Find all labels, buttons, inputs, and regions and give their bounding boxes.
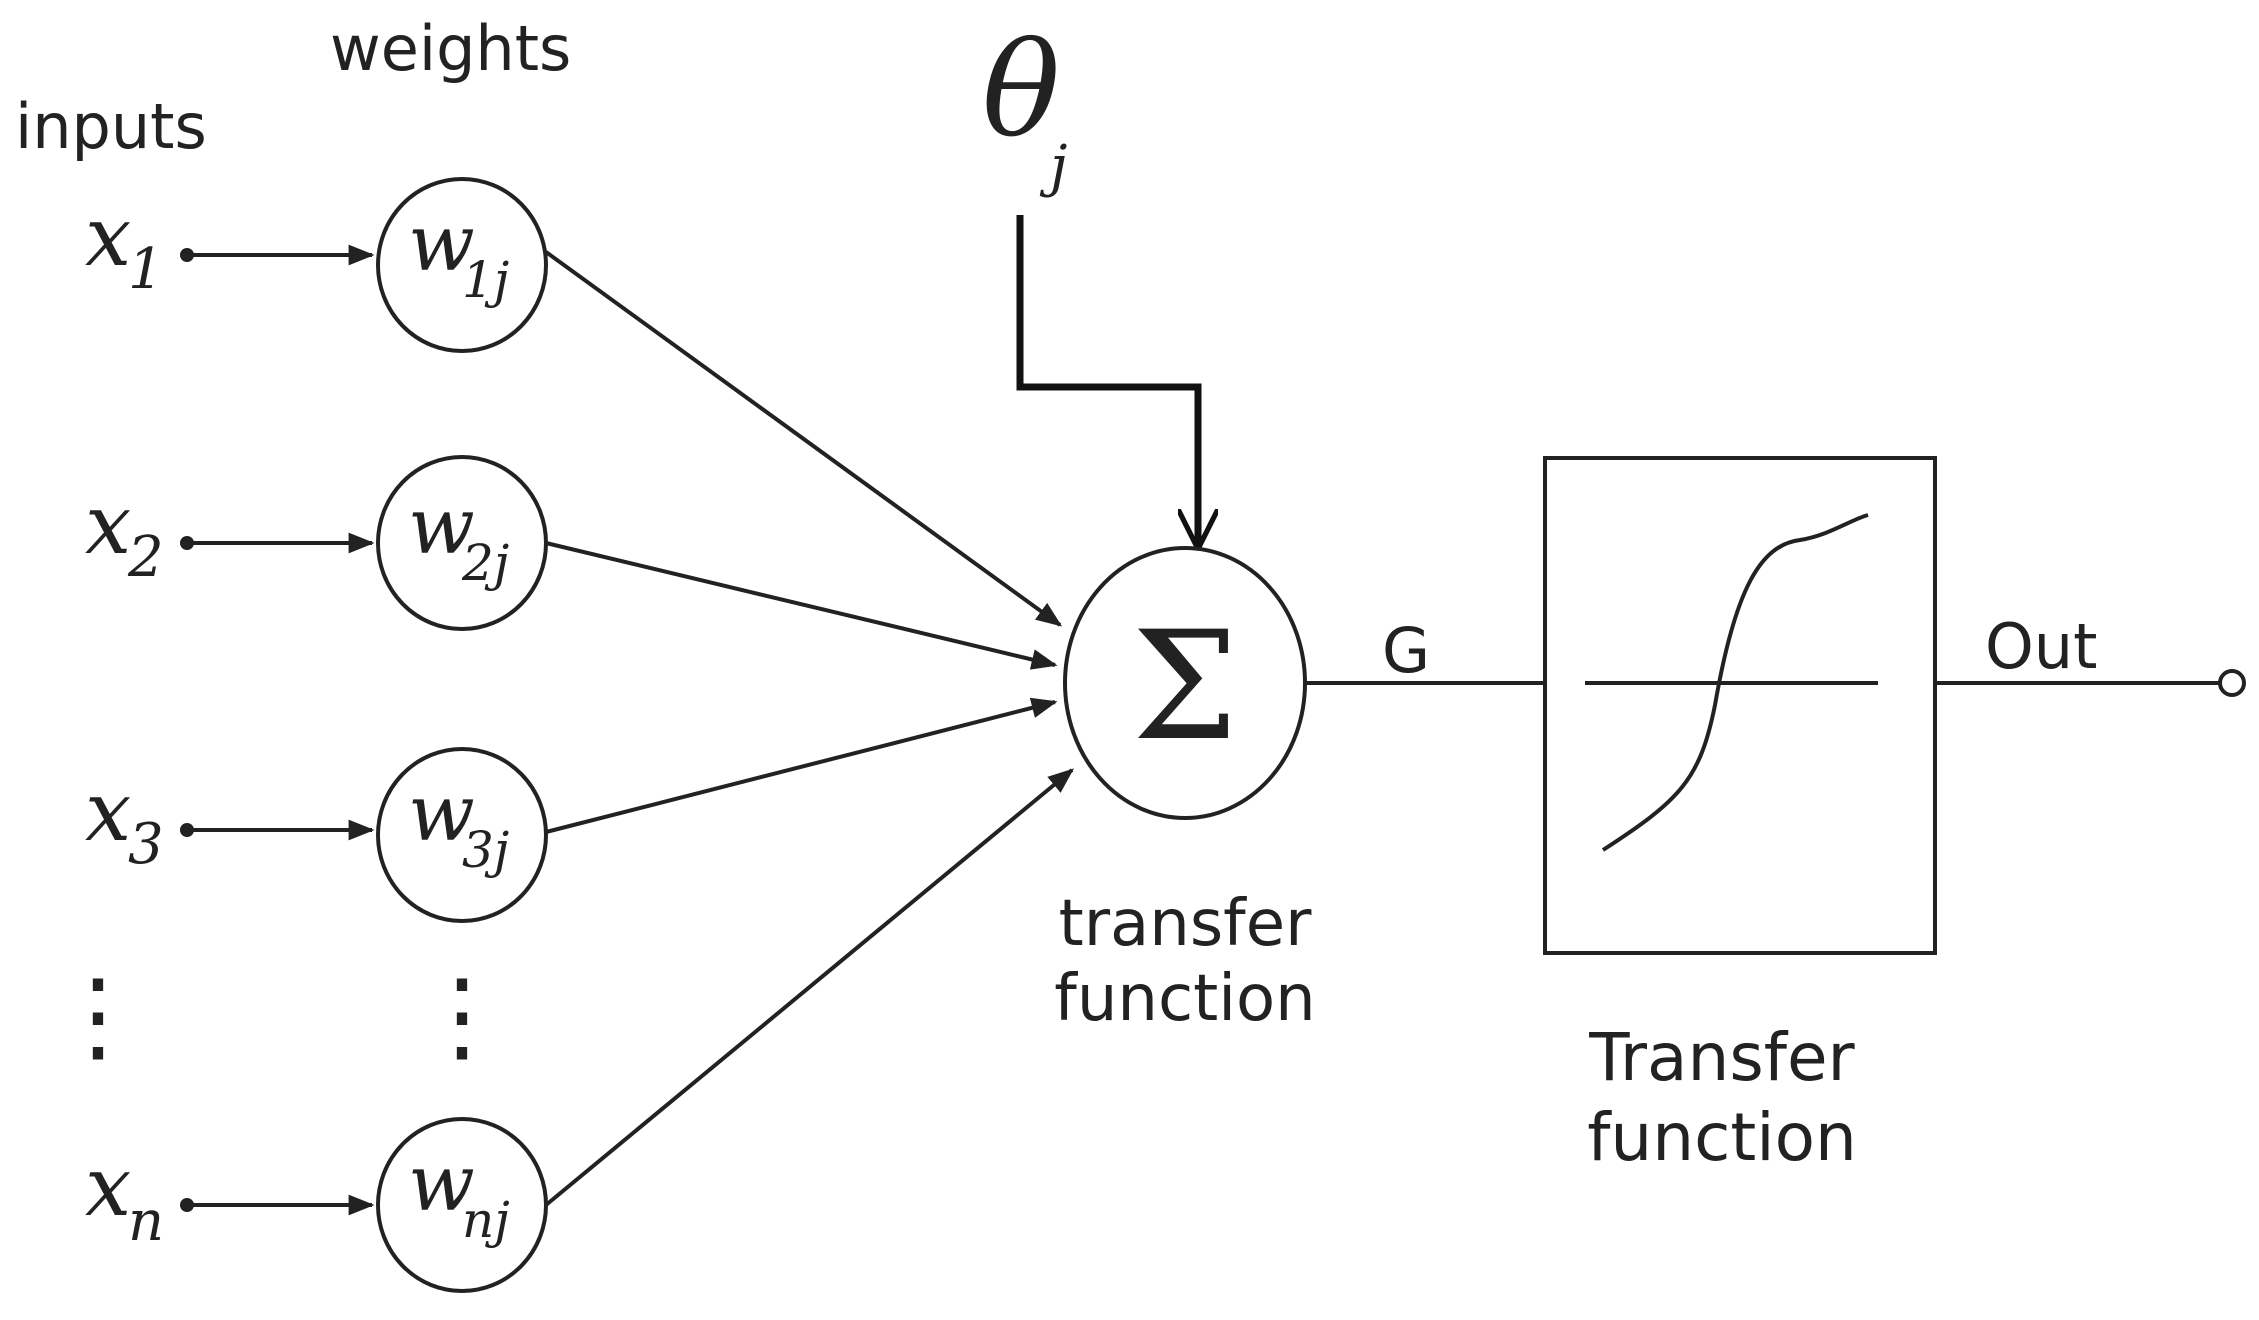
summation-caption-line2: function — [1054, 962, 1315, 1036]
weight-2-connection — [545, 541, 1058, 670]
input-x2-label: x — [85, 478, 131, 573]
transfer-function-box — [1543, 456, 1937, 955]
weight-w1-label: w — [408, 199, 475, 289]
weight-w1-subscript: 1j — [462, 251, 509, 309]
weight-3-connection — [545, 697, 1058, 834]
weight-node-3 — [376, 747, 548, 923]
weight-n-connection — [544, 768, 1075, 1207]
weight-w3-subscript: 3j — [462, 821, 509, 879]
bias-arrow — [1016, 215, 1198, 545]
input-x2-subscript: 2 — [127, 525, 164, 590]
input-row-n: x n w nj — [85, 1117, 548, 1293]
weights-ellipsis: ⋮ — [412, 957, 512, 1074]
input-node-2 — [180, 536, 194, 550]
inputs-label: inputs — [15, 90, 207, 163]
input-xn-label: x — [85, 1140, 131, 1235]
input-xn-subscript: n — [128, 1189, 164, 1254]
input-x1-subscript: 1 — [128, 237, 164, 302]
input-x1-label: x — [85, 190, 131, 285]
input-x3-subscript: 3 — [128, 812, 164, 877]
weight-wn-subscript: nj — [462, 1191, 510, 1249]
inputs-ellipsis: ⋮ — [48, 957, 148, 1074]
theta-symbol: θ — [982, 14, 1060, 166]
weight-w2-label: w — [408, 482, 475, 572]
box-caption-line1: Transfer — [1588, 1019, 1855, 1096]
input-node-3 — [180, 823, 194, 837]
sigma-symbol: Σ — [1132, 600, 1238, 774]
out-label: Out — [1985, 610, 2097, 683]
g-label: G — [1382, 614, 1430, 687]
input-row-2: x 2 w 2j — [85, 455, 548, 631]
input-row-3: x 3 w 3j — [85, 747, 548, 923]
sigmoid-curve — [1601, 513, 1869, 852]
input-node-1 — [180, 248, 194, 262]
weight-node-1 — [376, 177, 548, 353]
output-terminal — [2218, 669, 2246, 697]
weight-w2-subscript: 2j — [461, 534, 509, 592]
box-caption-line2: function — [1587, 1099, 1857, 1176]
input-row-1: x 1 w 1j — [85, 177, 548, 353]
input-x3-label: x — [85, 765, 131, 860]
input-node-n — [180, 1198, 194, 1212]
weight-wn-label: w — [408, 1139, 475, 1229]
summation-caption-line1: transfer — [1059, 887, 1312, 961]
weight-w3-label: w — [408, 769, 475, 859]
weight-1-connection — [544, 250, 1063, 627]
weights-label: weights — [330, 12, 571, 85]
